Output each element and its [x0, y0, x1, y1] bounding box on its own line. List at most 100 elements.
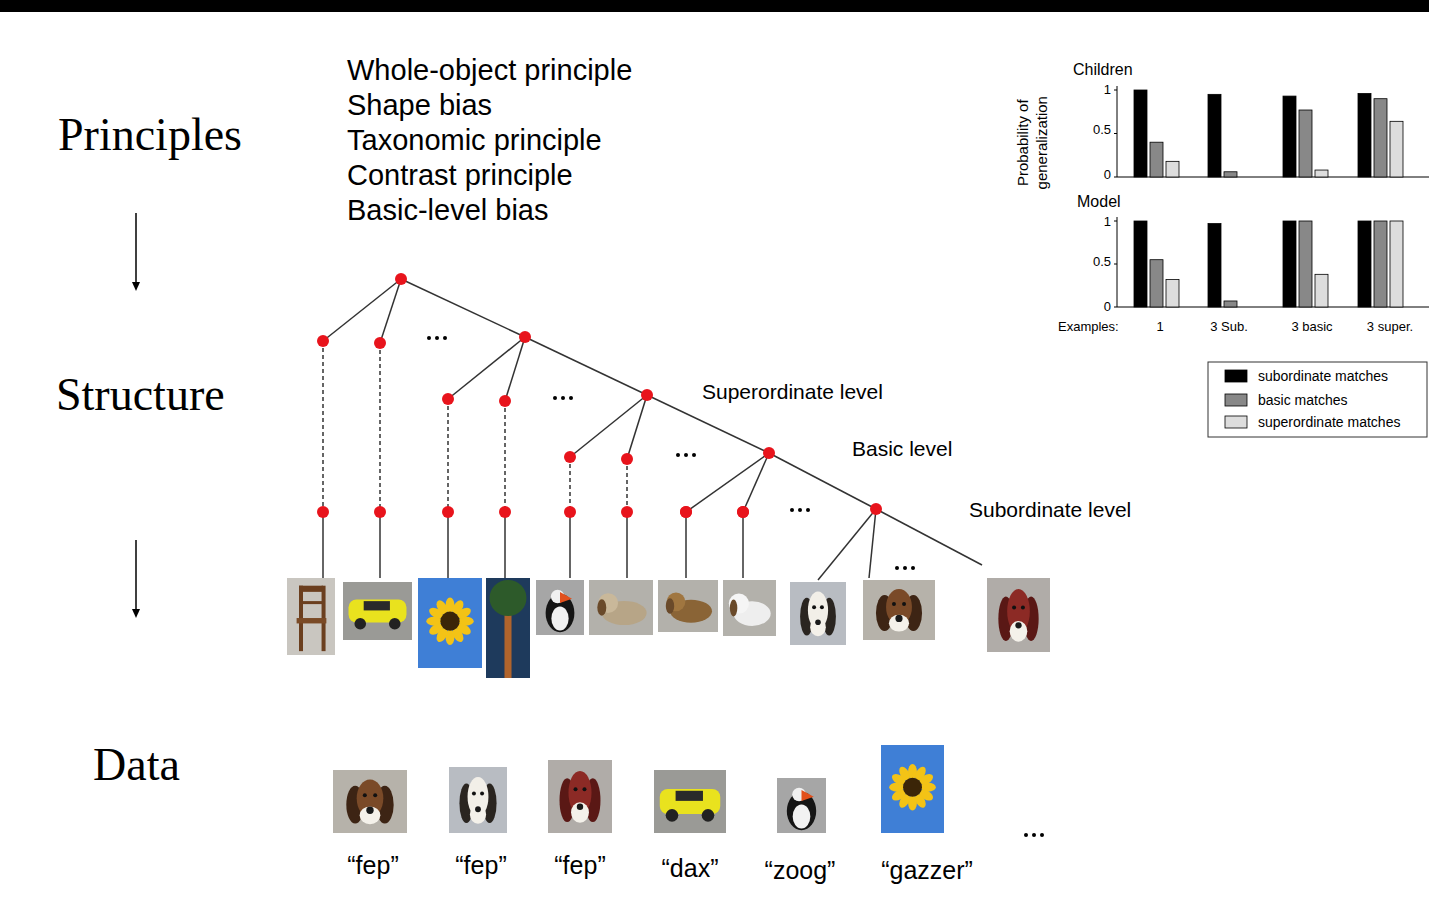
- photo: [418, 578, 482, 668]
- tree-branch: [627, 395, 647, 459]
- tree-node-dot: [317, 335, 329, 347]
- top-bar: [0, 0, 1429, 12]
- dog-muzzle: [1010, 621, 1028, 642]
- flow-arrow: [135, 213, 137, 285]
- ellipsis-dot: [1032, 833, 1036, 837]
- dog-ear: [730, 600, 737, 617]
- tree-branch: [647, 395, 769, 453]
- dog-ear: [666, 598, 674, 614]
- photo: [863, 580, 935, 640]
- tree-branch: [742, 512, 744, 578]
- legend-swatch: [1225, 416, 1247, 428]
- category-label: 1: [1156, 320, 1163, 335]
- tree-branch: [505, 337, 525, 401]
- bird-belly: [793, 804, 811, 828]
- tree-branch: [322, 512, 324, 578]
- car-window: [676, 791, 703, 801]
- dog-nose: [895, 615, 902, 622]
- word-label: “fep”: [455, 851, 506, 880]
- word-label: “dax”: [662, 854, 719, 883]
- ellipsis-dot: [435, 336, 439, 340]
- ellipsis-dot: [806, 508, 810, 512]
- photo: [658, 580, 718, 632]
- legend-text: superordinate matches: [1258, 414, 1400, 430]
- photo: [333, 770, 407, 833]
- bar: [1166, 161, 1179, 177]
- tree-crown: [490, 580, 527, 616]
- dog-eye: [373, 793, 377, 797]
- tree-node-dot: [519, 331, 531, 343]
- y-axis: [1117, 86, 1118, 177]
- photo: [343, 582, 412, 640]
- bird-belly: [551, 606, 568, 630]
- tick-label: 0.5: [1093, 123, 1111, 138]
- principle: Whole-object principle: [347, 54, 632, 87]
- axis-tick: [1114, 307, 1117, 308]
- chair-part: [297, 618, 327, 623]
- photo: [790, 582, 846, 645]
- bar: [1358, 221, 1371, 307]
- flower-center: [440, 612, 459, 631]
- tree-branch: [818, 509, 876, 580]
- flower-center: [903, 778, 922, 797]
- legend-text: basic matches: [1258, 392, 1347, 408]
- bar: [1166, 279, 1179, 307]
- photo: [654, 770, 726, 833]
- axis-label: Examples:: [1058, 320, 1119, 335]
- dog-eye: [582, 787, 586, 791]
- tree-node-dot: [374, 337, 386, 349]
- car-window: [364, 601, 390, 610]
- photo: [449, 767, 507, 833]
- dog-nose: [475, 806, 481, 812]
- photo: [536, 580, 584, 635]
- tree-branch: [525, 337, 647, 395]
- word-label: “fep”: [347, 851, 398, 880]
- photo: [486, 578, 530, 678]
- dog-eye: [480, 791, 484, 795]
- bar: [1134, 90, 1147, 177]
- photo: [287, 578, 335, 655]
- dog-nose: [1015, 622, 1021, 628]
- ellipsis-dot: [443, 336, 447, 340]
- bird-beak: [802, 790, 814, 801]
- bar: [1358, 93, 1371, 177]
- tree-node-dot: [680, 506, 692, 518]
- bar: [1299, 110, 1312, 177]
- dog-muzzle: [470, 805, 486, 823]
- ellipsis-dot: [1040, 833, 1044, 837]
- principle: Shape bias: [347, 89, 492, 122]
- photo: [987, 578, 1050, 652]
- arrow-head: [132, 609, 140, 618]
- bar: [1150, 142, 1163, 177]
- car-wheel: [702, 809, 715, 822]
- dog-eye: [812, 605, 816, 609]
- bar: [1134, 221, 1147, 307]
- ellipsis-dot: [911, 566, 915, 570]
- category-label: 3 Sub.: [1210, 320, 1248, 335]
- tree-branch: [626, 512, 628, 578]
- tree-node-dot: [870, 503, 882, 515]
- bar: [1299, 221, 1312, 307]
- photo: [548, 760, 612, 833]
- tick-label: 1: [1104, 83, 1111, 98]
- tree-branch: [401, 279, 525, 337]
- dog-eye: [1012, 606, 1016, 610]
- row-heading: Structure: [56, 369, 225, 422]
- word-label: “fep”: [554, 851, 605, 880]
- tree-branch: [447, 512, 449, 578]
- principle: Basic-level bias: [347, 194, 548, 227]
- bird-beak: [560, 592, 572, 603]
- bar: [1224, 172, 1237, 177]
- bar: [1315, 170, 1328, 177]
- dog-eye: [1021, 606, 1025, 610]
- dog-eye: [363, 793, 367, 797]
- photo: [881, 745, 944, 833]
- chair-part: [299, 601, 323, 604]
- ellipsis-dot: [684, 453, 688, 457]
- tree-branch: [379, 512, 381, 578]
- dog-eye: [892, 602, 896, 606]
- level-label: Superordinate level: [702, 380, 883, 404]
- word-label: “gazzer”: [881, 856, 973, 885]
- axis-title: Probability of generalization: [1014, 87, 1052, 199]
- tree-node-dot: [395, 273, 407, 285]
